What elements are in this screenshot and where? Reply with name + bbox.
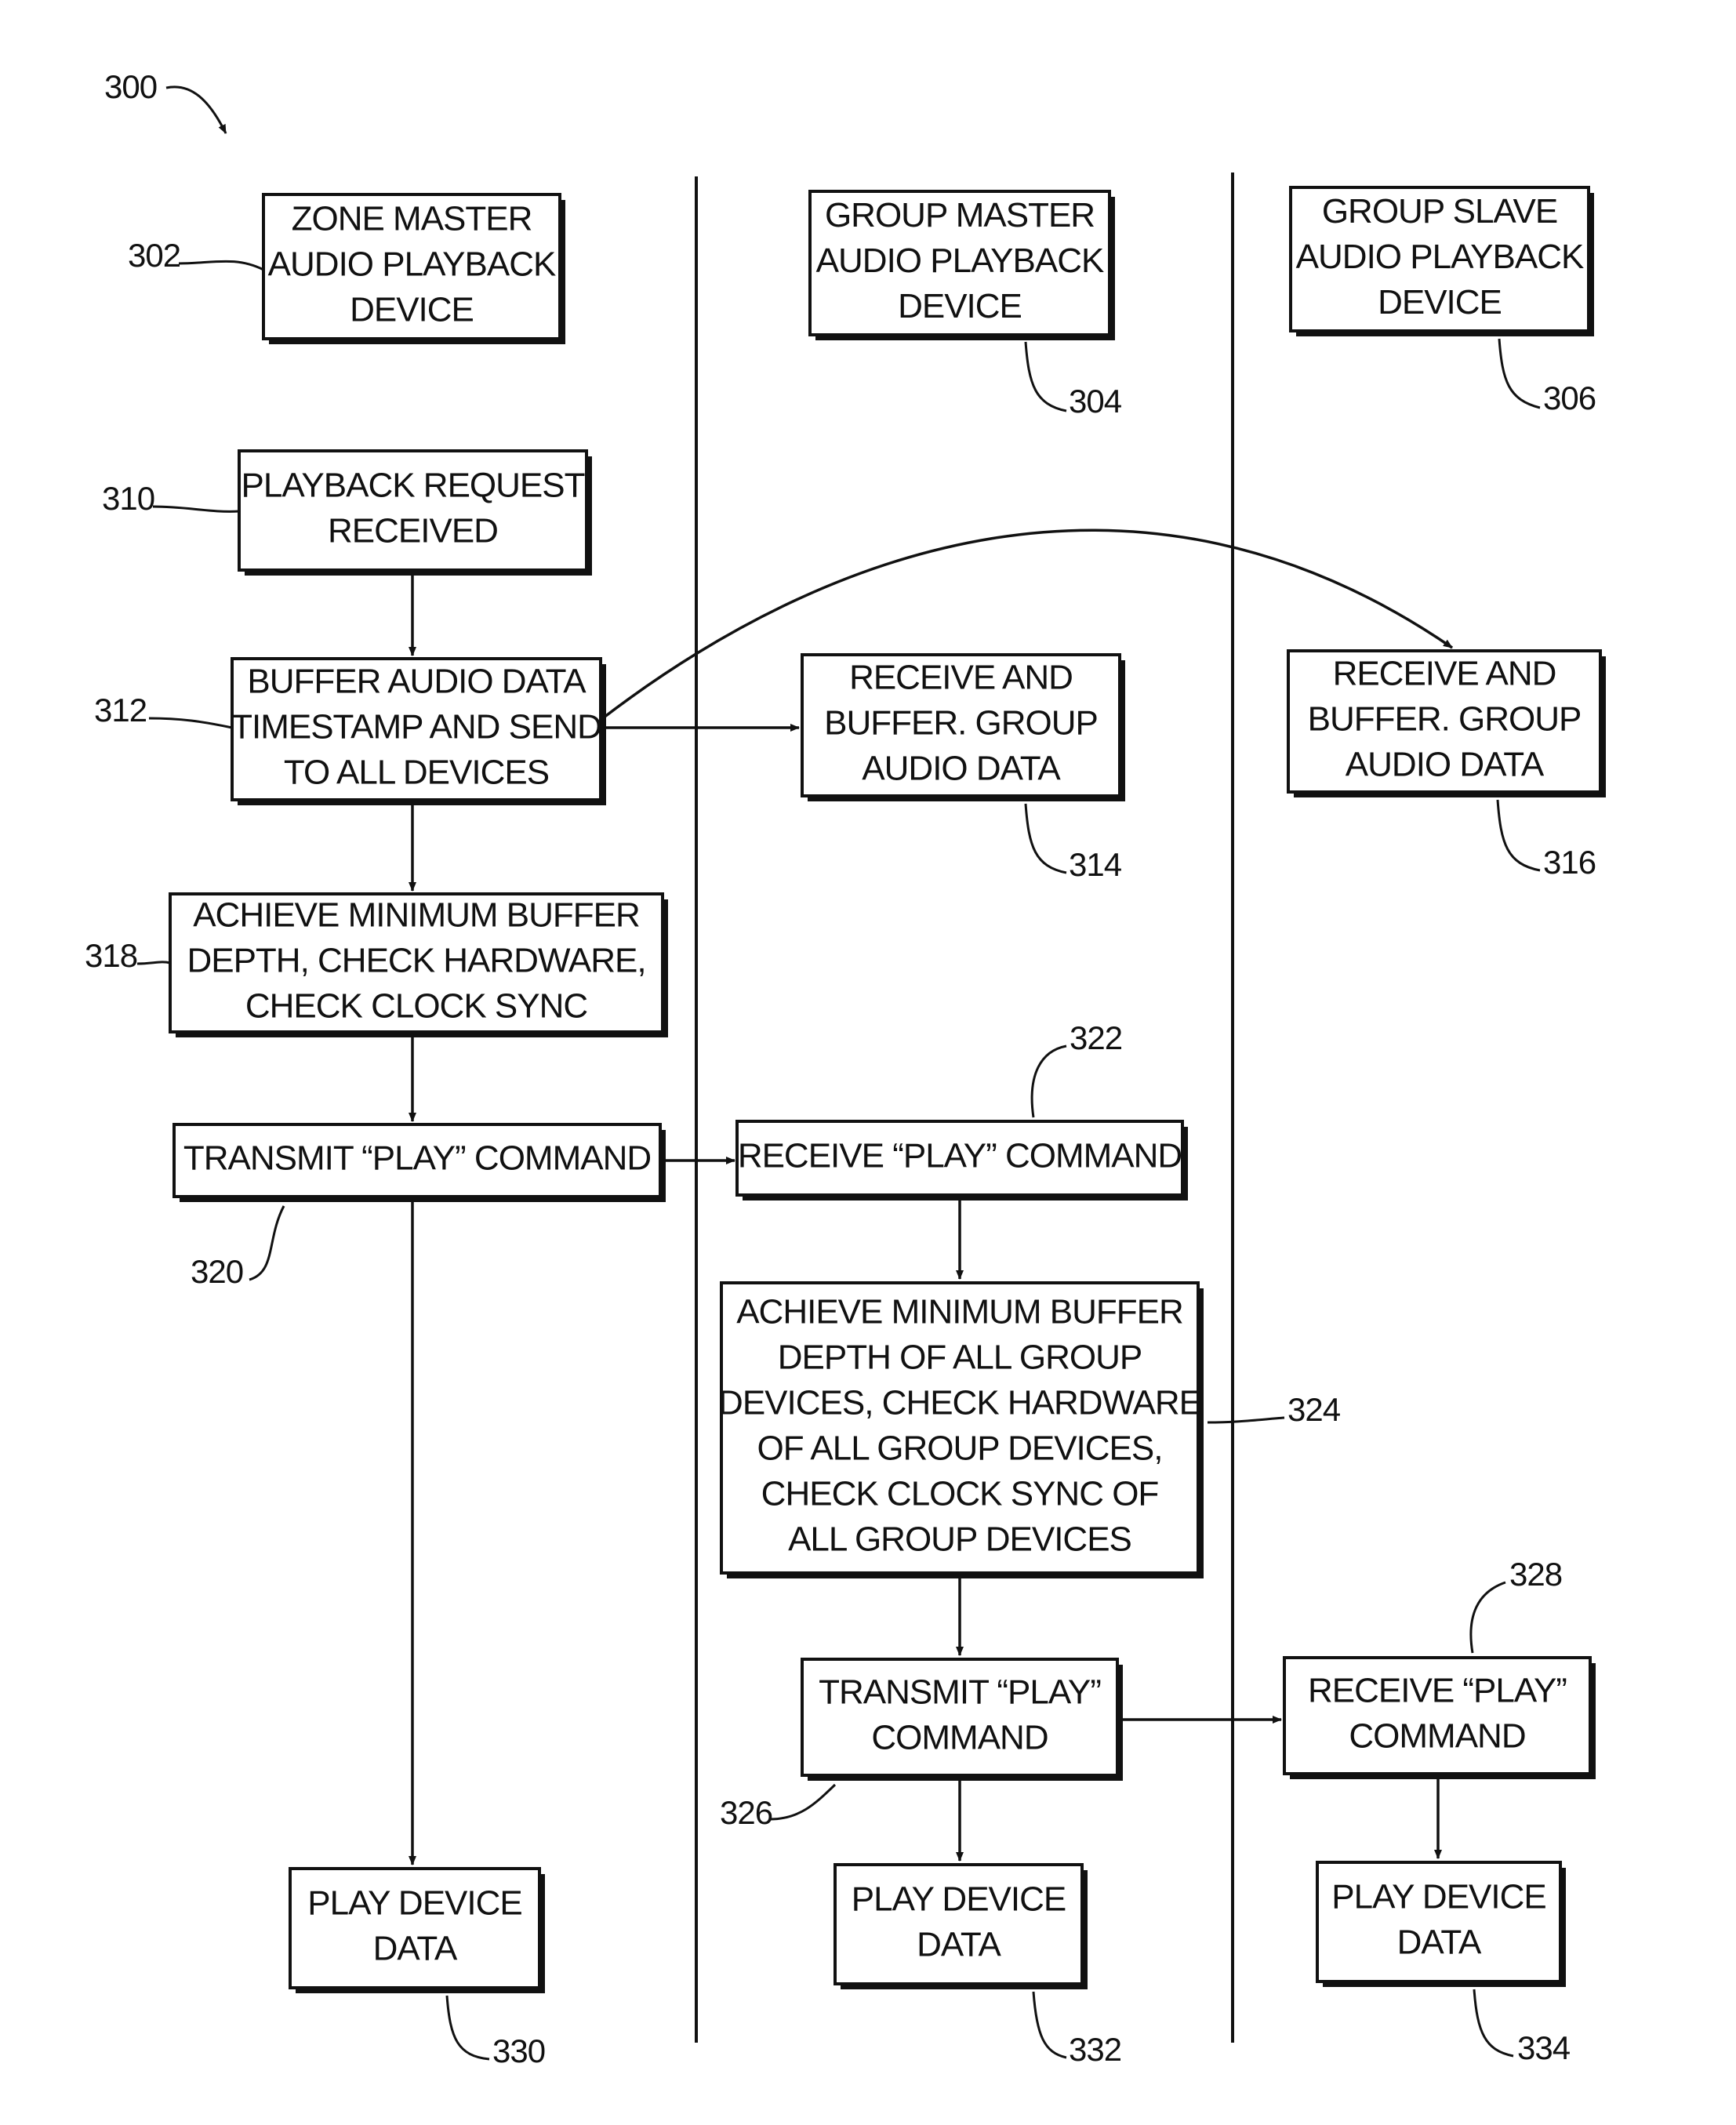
box-318-line: ACHIEVE MINIMUM BUFFER [193, 896, 640, 935]
box-314: RECEIVE AND BUFFER. GROUP AUDIO DATA [802, 655, 1125, 801]
ref-302-leader [179, 261, 263, 270]
ref-312-leader [149, 718, 232, 728]
box-314-line: AUDIO DATA [862, 750, 1061, 788]
ref-330-leader [447, 1996, 489, 2059]
box-324-line: ALL GROUP DEVICES [788, 1520, 1131, 1559]
ref-326-leader [770, 1785, 835, 1819]
box-324-line: ACHIEVE MINIMUM BUFFER [736, 1293, 1183, 1331]
ref-310-leader [153, 507, 239, 511]
ref-334-leader [1474, 1989, 1513, 2056]
box-306: GROUP SLAVE AUDIO PLAYBACK DEVICE [1291, 187, 1594, 336]
box-306-line: AUDIO PLAYBACK [1296, 238, 1584, 276]
box-324-line: CHECK CLOCK SYNC OF [761, 1475, 1159, 1513]
ref-320-leader [249, 1206, 284, 1280]
box-330: PLAY DEVICE DATA [290, 1869, 545, 1993]
ref-310-numeral: 310 [102, 480, 154, 517]
ref-328-numeral: 328 [1509, 1556, 1562, 1593]
ref-306-numeral: 306 [1543, 380, 1596, 416]
ref-320-numeral: 320 [191, 1253, 243, 1290]
ref-318-leader [137, 962, 170, 964]
box-324-line: DEPTH OF ALL GROUP [778, 1339, 1142, 1377]
figure-ref-arrow [166, 87, 226, 133]
box-316-line: BUFFER. GROUP [1308, 700, 1582, 739]
box-306-line: DEVICE [1378, 283, 1502, 321]
box-326-line: COMMAND [871, 1719, 1048, 1757]
box-302-line: DEVICE [350, 291, 474, 329]
box-328-line: RECEIVE “PLAY” [1308, 1672, 1567, 1710]
box-320: TRANSMIT “PLAY” COMMAND [174, 1124, 666, 1202]
ref-326-numeral: 326 [720, 1794, 772, 1831]
box-314-line: RECEIVE AND [849, 659, 1073, 697]
ref-322-leader [1032, 1046, 1066, 1117]
ref-306-leader [1499, 339, 1540, 408]
box-312-line: BUFFER AUDIO DATA [247, 663, 587, 701]
box-330-line: DATA [373, 1930, 458, 1968]
box-324-line: OF ALL GROUP DEVICES, [757, 1429, 1163, 1468]
box-318-line: CHECK CLOCK SYNC [245, 987, 588, 1026]
box-334-line: PLAY DEVICE [1331, 1878, 1546, 1916]
figure-ref-300: 300 [104, 68, 157, 105]
box-302-line: ZONE MASTER [292, 200, 532, 238]
ref-304-leader [1026, 342, 1066, 411]
ref-322-numeral: 322 [1070, 1019, 1122, 1056]
box-320-line: TRANSMIT “PLAY” COMMAND [183, 1139, 651, 1178]
box-304-line: DEVICE [898, 287, 1022, 325]
box-316-line: RECEIVE AND [1333, 655, 1556, 693]
ref-316-numeral: 316 [1543, 844, 1596, 881]
box-332-line: DATA [917, 1926, 1001, 1964]
ref-304-numeral: 304 [1069, 383, 1122, 420]
box-318-line: DEPTH, CHECK HARDWARE, [187, 942, 645, 980]
box-314-line: BUFFER. GROUP [824, 704, 1098, 743]
ref-324-numeral: 324 [1287, 1391, 1341, 1428]
box-334: PLAY DEVICE DATA [1317, 1862, 1566, 1987]
box-322-line: RECEIVE “PLAY” COMMAND [738, 1137, 1182, 1175]
box-326-line: TRANSMIT “PLAY” [819, 1673, 1101, 1712]
ref-328-leader [1471, 1582, 1505, 1653]
box-304: GROUP MASTER AUDIO PLAYBACK DEVICE [810, 191, 1115, 340]
box-328: RECEIVE “PLAY” COMMAND [1284, 1658, 1596, 1779]
box-316-line: AUDIO DATA [1346, 746, 1545, 784]
box-328-line: COMMAND [1349, 1717, 1525, 1756]
ref-324-leader [1208, 1418, 1284, 1422]
box-318: ACHIEVE MINIMUM BUFFER DEPTH, CHECK HARDW… [170, 894, 668, 1037]
box-312-line: TO ALL DEVICES [284, 754, 549, 792]
box-334-line: DATA [1397, 1923, 1482, 1962]
ref-312-numeral: 312 [94, 692, 147, 728]
ref-334-numeral: 334 [1517, 2029, 1571, 2066]
ref-318-numeral: 318 [85, 937, 137, 974]
ref-332-leader [1033, 1992, 1066, 2058]
box-332-line: PLAY DEVICE [852, 1880, 1066, 1919]
box-304-line: GROUP MASTER [825, 196, 1095, 234]
box-302-line: AUDIO PLAYBACK [268, 245, 556, 284]
ref-314-leader [1026, 804, 1066, 873]
box-310: PLAYBACK REQUEST RECEIVED [239, 451, 592, 576]
box-312: BUFFER AUDIO DATA TIMESTAMP AND SEND TO AL… [231, 659, 606, 805]
ref-330-numeral: 330 [492, 2032, 545, 2069]
box-302: ZONE MASTER AUDIO PLAYBACK DEVICE [263, 194, 565, 344]
box-312-line: TIMESTAMP AND SEND [231, 708, 601, 746]
box-310-line: RECEIVED [328, 512, 498, 550]
box-324: ACHIEVE MINIMUM BUFFER DEPTH OF ALL GROUP… [718, 1283, 1204, 1578]
box-324-line: DEVICES, CHECK HARDWARE [718, 1384, 1201, 1422]
ref-302-numeral: 302 [128, 237, 180, 274]
box-306-line: GROUP SLAVE [1322, 192, 1557, 231]
process-boxes: ZONE MASTERAUDIO PLAYBACKDEVICEGROUP MAS… [170, 187, 1606, 1993]
box-316: RECEIVE AND BUFFER. GROUP AUDIO DATA [1288, 651, 1606, 797]
ref-316-leader [1498, 800, 1540, 870]
box-304-line: AUDIO PLAYBACK [816, 242, 1104, 280]
box-330-line: PLAY DEVICE [307, 1884, 522, 1923]
box-310-line: PLAYBACK REQUEST [242, 467, 585, 505]
box-322: RECEIVE “PLAY” COMMAND [737, 1121, 1188, 1201]
box-326: TRANSMIT “PLAY” COMMAND [802, 1659, 1123, 1781]
ref-314-numeral: 314 [1069, 846, 1122, 883]
box-332: PLAY DEVICE DATA [835, 1865, 1088, 1989]
ref-332-numeral: 332 [1069, 2031, 1121, 2068]
